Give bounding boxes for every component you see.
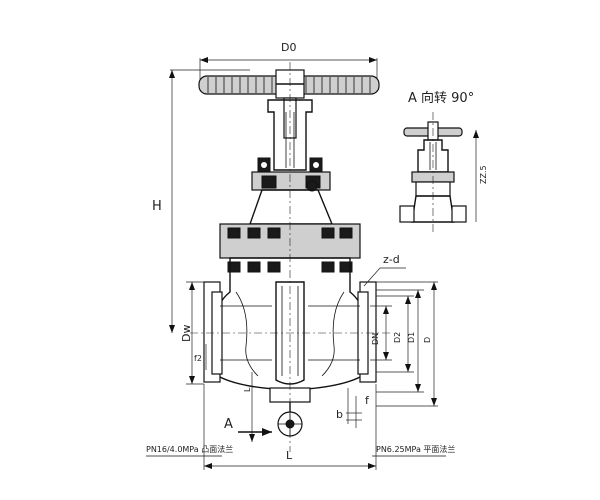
b-label: b bbox=[336, 408, 343, 421]
handwheel bbox=[198, 69, 380, 99]
d2-label: D2 bbox=[393, 332, 402, 343]
b-f-dimensions: b f bbox=[336, 388, 370, 428]
view-a-label: A 向转 90° bbox=[408, 90, 474, 106]
l-dimension: L bbox=[203, 384, 377, 470]
l-label: L bbox=[286, 449, 293, 462]
arrow-a-label: A bbox=[224, 417, 233, 432]
dn-dimension: DN bbox=[370, 305, 392, 361]
note-right: PN6.25MPa 平面法兰 bbox=[376, 444, 455, 454]
stem-yoke bbox=[251, 97, 331, 192]
d-dimension: D bbox=[376, 281, 438, 407]
dw-label: Dw bbox=[180, 325, 193, 342]
l-upper-dimension: L bbox=[243, 372, 255, 442]
z-d-callout: z-d bbox=[363, 253, 406, 287]
l-upper-label: L bbox=[243, 387, 252, 392]
h-dimension: H bbox=[152, 69, 250, 333]
d0-label: D0 bbox=[281, 41, 296, 54]
side-view-a: A 向转 90° ZZ.5 bbox=[399, 90, 488, 234]
f2-label: f2 bbox=[194, 354, 202, 363]
side-h-label: ZZ.5 bbox=[479, 165, 488, 184]
d-label: D bbox=[423, 337, 432, 343]
bottom-notes: PN16/4.0MPa 凸面法兰 PN6.25MPa 平面法兰 bbox=[146, 444, 455, 457]
f2-dimension: f2 bbox=[194, 344, 207, 370]
d1-label: D1 bbox=[407, 332, 416, 343]
d1-dimension: D1 bbox=[376, 289, 424, 393]
note-left: PN16/4.0MPa 凸面法兰 bbox=[146, 444, 233, 454]
f-label: f bbox=[365, 394, 370, 407]
dn-label: DN bbox=[371, 333, 380, 345]
d2-dimension: D2 bbox=[376, 295, 414, 373]
view-arrow-a: A bbox=[224, 417, 272, 436]
z-d-label: z-d bbox=[383, 253, 400, 266]
dw-dimension: Dw bbox=[180, 281, 204, 385]
drain-valve bbox=[277, 402, 303, 437]
h-label: H bbox=[152, 199, 162, 214]
d0-dimension: D0 bbox=[199, 41, 378, 88]
